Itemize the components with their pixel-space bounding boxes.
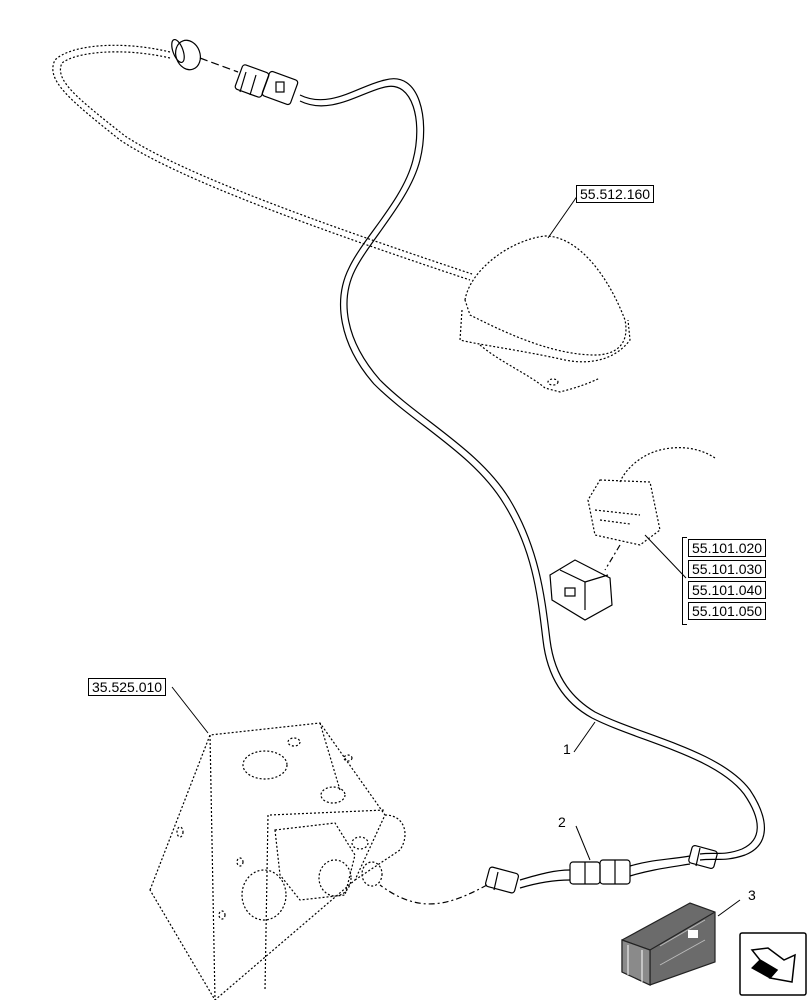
upper-connector: [171, 38, 299, 106]
lower-connector-right: [688, 845, 718, 869]
seat-cable: [52, 44, 473, 281]
arrow-navigation-icon[interactable]: [739, 932, 807, 996]
harness-cable: [299, 78, 765, 861]
module-reference-label-2[interactable]: 55.101.030: [688, 560, 767, 578]
lower-connector-left: [379, 866, 520, 905]
module-reference-label-1[interactable]: 55.101.020: [688, 539, 767, 557]
module-reference-label-3[interactable]: 55.101.040: [688, 581, 767, 599]
module-reference-label-4[interactable]: 55.101.050: [688, 602, 767, 620]
callout-item-3: 3: [748, 887, 756, 903]
module-reference-bracket: [682, 537, 687, 625]
harness-connector: [549, 559, 613, 621]
valve-solenoid: [274, 822, 383, 901]
control-module: [587, 447, 716, 571]
valve-reference-label[interactable]: 35.525.010: [88, 678, 167, 696]
lower-connector-center: [519, 855, 691, 889]
parts-kit-box-icon: [621, 902, 716, 986]
callout-item-2: 2: [558, 814, 566, 830]
leader-lines: [171, 194, 741, 917]
callout-item-1: 1: [563, 741, 571, 757]
seat-armrest: [459, 235, 631, 393]
valve-block: [149, 722, 406, 1000]
seat-reference-label[interactable]: 55.512.160: [576, 185, 655, 203]
